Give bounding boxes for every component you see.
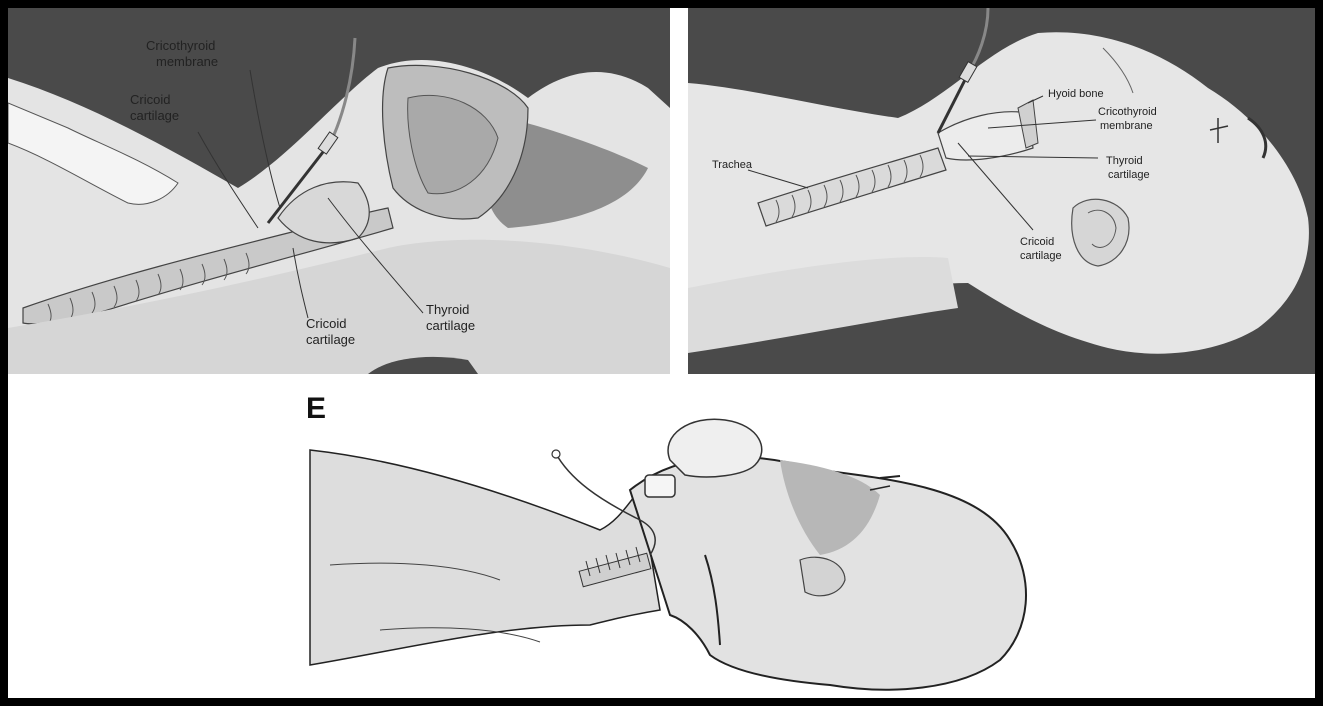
label-cricoid-1: Cricoid — [1020, 236, 1054, 248]
label-thyroid-2: cartilage — [426, 318, 475, 333]
panel-ventilation-view — [300, 380, 1040, 698]
ventilation-illustration — [300, 380, 1040, 698]
label-cricothyroid-2: membrane — [156, 54, 218, 69]
label-cricoid-2: cartilage — [1020, 250, 1062, 262]
label-cricoid-lower-1: Cricoid — [306, 316, 346, 331]
cable-end — [552, 450, 560, 458]
label-cricoid-upper-1: Cricoid — [130, 92, 170, 107]
lateral-illustration: Hyoid bone Cricothyroid membrane Trachea… — [688, 8, 1315, 374]
panel-sagittal-view: Cricothyroid membrane Cricoid cartilage … — [8, 8, 670, 374]
label-cricothyroid-1: Cricothyroid — [1098, 106, 1157, 118]
label-cricothyroid-2: membrane — [1100, 120, 1153, 132]
label-thyroid-1: Thyroid — [1106, 155, 1143, 167]
label-thyroid-1: Thyroid — [426, 302, 469, 317]
torso-neck — [310, 450, 660, 665]
label-cricoid-lower-2: cartilage — [306, 332, 355, 347]
label-cricothyroid-1: Cricothyroid — [146, 38, 215, 53]
label-hyoid-bone: Hyoid bone — [1048, 88, 1104, 100]
panel-lateral-view: Hyoid bone Cricothyroid membrane Trachea… — [688, 8, 1315, 374]
label-thyroid-2: cartilage — [1108, 169, 1150, 181]
sagittal-illustration: Cricothyroid membrane Cricoid cartilage … — [8, 8, 670, 374]
ventilation-bag — [668, 419, 762, 477]
eye — [880, 476, 900, 478]
bag-valve-connector — [645, 475, 675, 497]
label-trachea: Trachea — [712, 159, 753, 171]
label-cricoid-upper-2: cartilage — [130, 108, 179, 123]
